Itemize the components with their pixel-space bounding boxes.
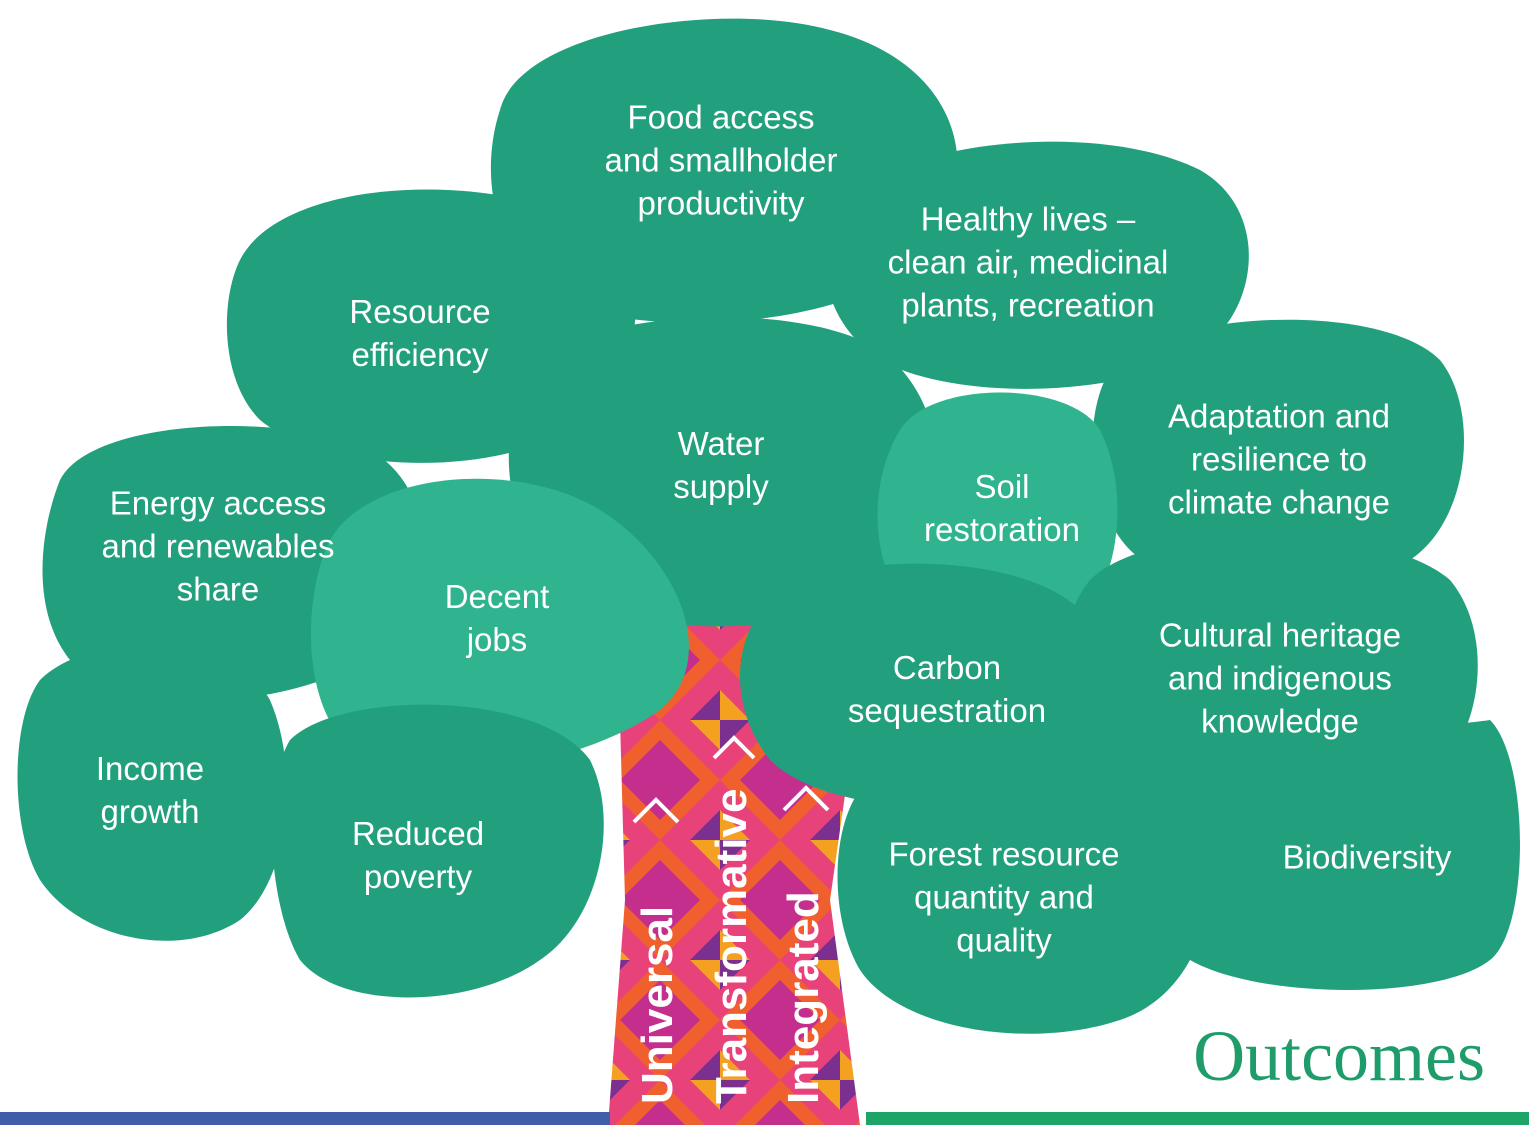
label-healthy-lives: Healthy lives – clean air, medicinal pla… [887, 200, 1169, 324]
trunk-label-transformative: Transformative [707, 788, 756, 1104]
label-decent-jobs: Decent jobs [444, 578, 550, 658]
label-soil-restoration: Soil restoration [924, 468, 1080, 548]
label-carbon-sequestration: Carbon sequestration [847, 649, 1047, 729]
leaf-income-growth [17, 644, 287, 941]
label-adaptation: Adaptation and resilience to climate cha… [1167, 397, 1391, 521]
leaf-healthy-lives [826, 141, 1249, 389]
leaf-adaptation [1092, 319, 1464, 589]
diagram-title: Outcomes [1193, 1016, 1485, 1096]
label-food-access: Food access and smallholder productivity [604, 98, 838, 222]
label-cultural-heritage: Cultural heritage and indigenous knowled… [1158, 616, 1402, 740]
trunk-chevron-icon [782, 785, 830, 812]
leaf-decent-jobs [310, 478, 689, 772]
label-resource-efficiency: Resource efficiency [349, 293, 491, 373]
trunk-label-integrated: Integrated [779, 891, 828, 1104]
label-income-growth: Income growth [95, 750, 205, 830]
leaf-carbon-sequestration [740, 563, 1112, 807]
leaf-biodiversity [1135, 720, 1520, 990]
label-reduced-poverty: Reduced poverty [351, 815, 485, 895]
bottom-bar-right [866, 1112, 1529, 1125]
trunk-chevron-icon [632, 797, 680, 824]
trunk-chevron-icon [712, 735, 756, 760]
label-water-supply: Water supply [673, 425, 769, 505]
label-forest-resource: Forest resource quantity and quality [888, 835, 1120, 959]
label-energy-access: Energy access and renewables share [101, 484, 335, 608]
leaf-reduced-poverty [271, 704, 604, 998]
trunk-label-universal: Universal [633, 905, 682, 1104]
bottom-bar-left [0, 1112, 610, 1125]
label-biodiversity: Biodiversity [1282, 838, 1452, 876]
leaf-forest-resource [837, 746, 1210, 1034]
